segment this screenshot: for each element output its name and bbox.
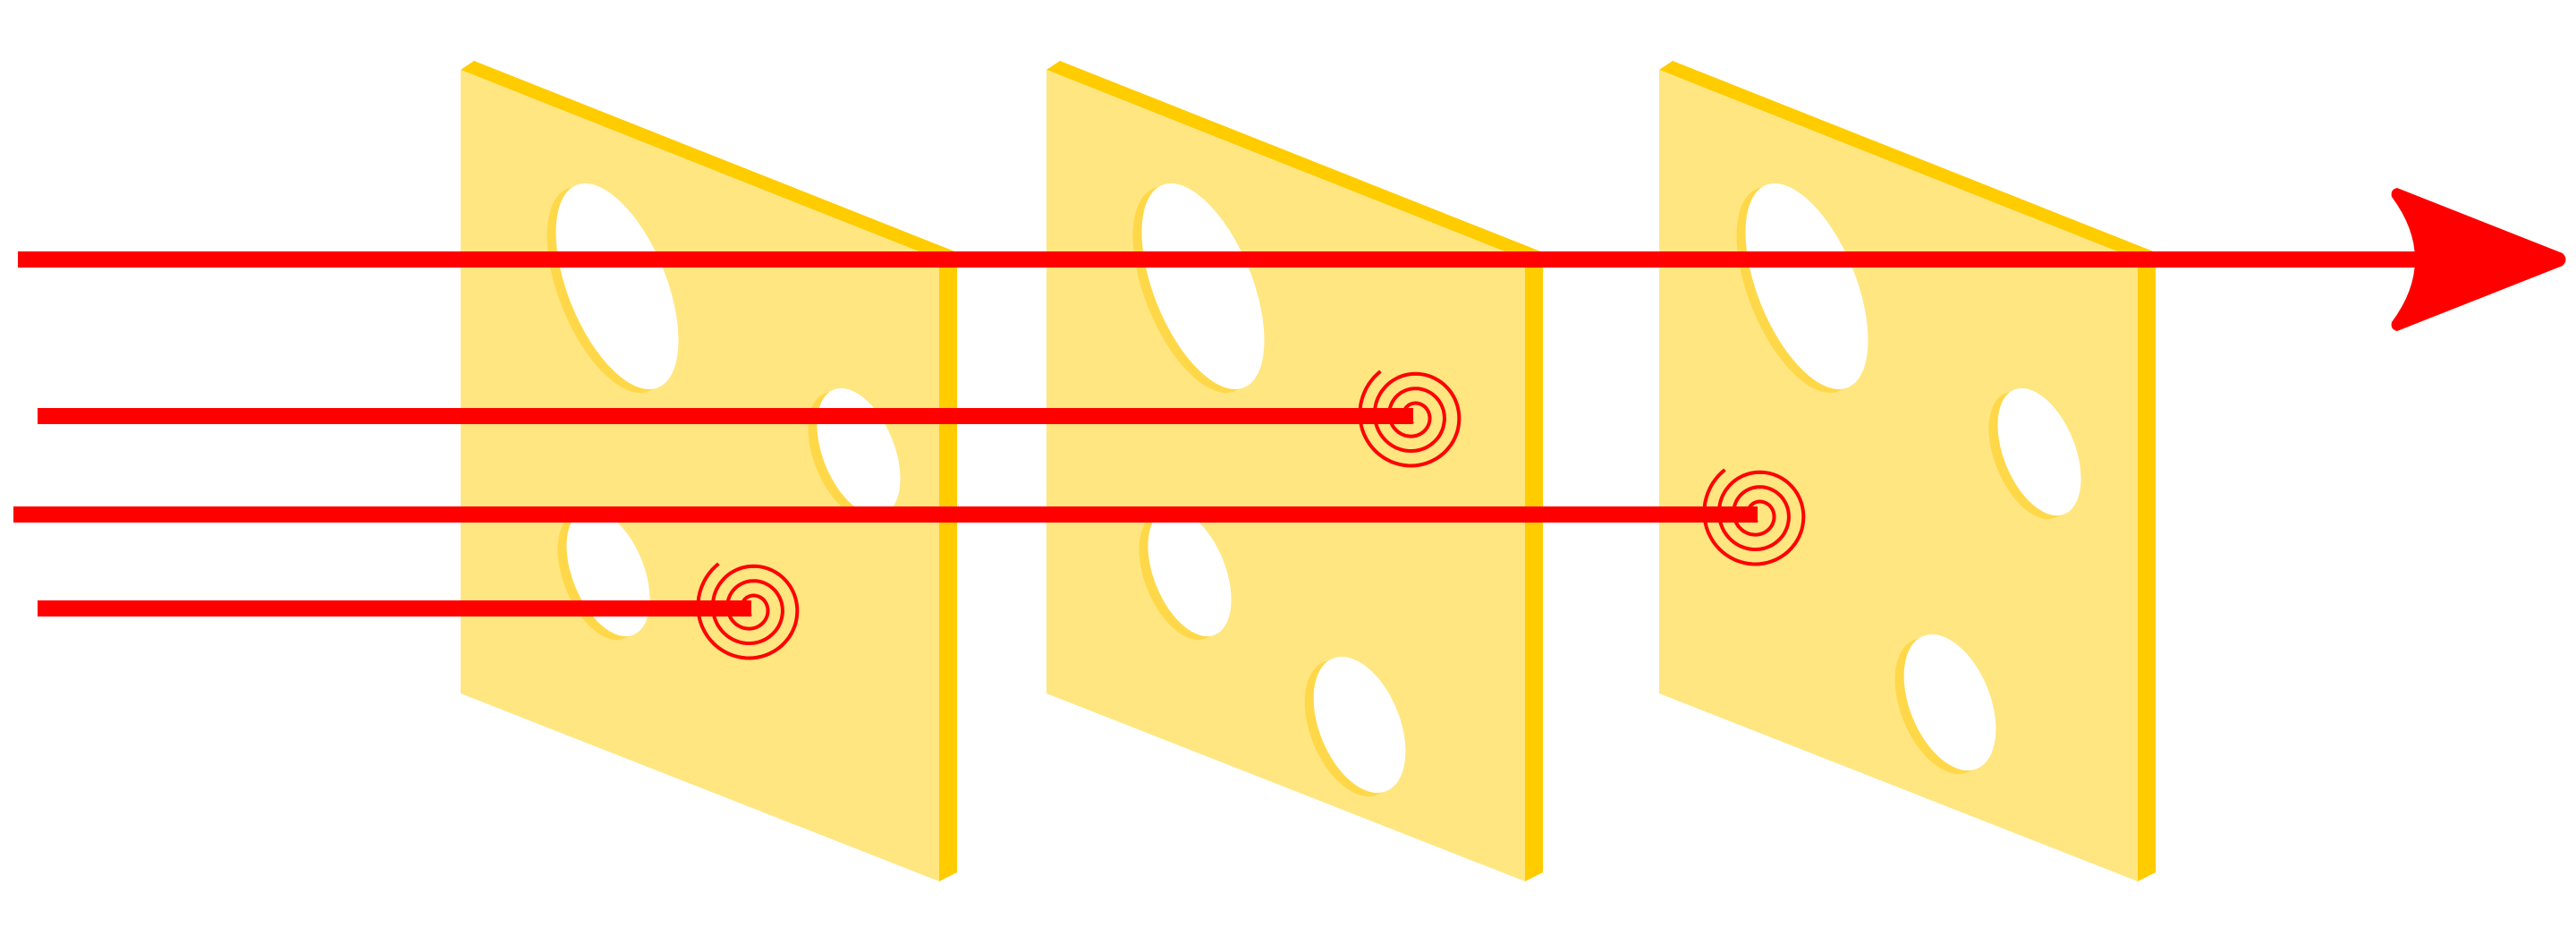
- cheese-hole: [555, 183, 679, 389]
- cheese-hole: [1745, 183, 1868, 389]
- cheese-hole: [1313, 656, 1406, 794]
- arrowhead-icon: [2391, 188, 2566, 331]
- blocked-arrow-shaft: [38, 600, 751, 617]
- cheese-hole: [1997, 387, 2081, 516]
- spiral-stop-icon: [1702, 468, 1806, 566]
- hazard-arrows: [13, 188, 2566, 660]
- slice-top-edge: [1046, 61, 1543, 259]
- spiral-stop-icon: [1358, 370, 1462, 468]
- blocked-arrow-shaft: [38, 408, 1413, 424]
- cheese-hole: [1903, 634, 1996, 771]
- cheese-slices: [461, 61, 2156, 881]
- cheese-hole: [1141, 183, 1265, 389]
- spiral-stop-icon: [696, 562, 800, 660]
- slice-side-edge: [1525, 252, 1543, 881]
- cheese-slice: [1046, 61, 1543, 881]
- slice-top-edge: [1659, 61, 2156, 259]
- cheese-hole: [1148, 508, 1232, 637]
- blocked-arrow-shaft: [13, 506, 1758, 523]
- cheese-slice: [461, 61, 957, 881]
- cheese-slice: [1659, 61, 2156, 881]
- slice-side-edge: [939, 252, 957, 881]
- slice-face: [1046, 70, 1525, 881]
- passing-arrow-shaft: [18, 251, 2433, 268]
- slice-side-edge: [2138, 252, 2156, 881]
- slice-top-edge: [461, 61, 957, 259]
